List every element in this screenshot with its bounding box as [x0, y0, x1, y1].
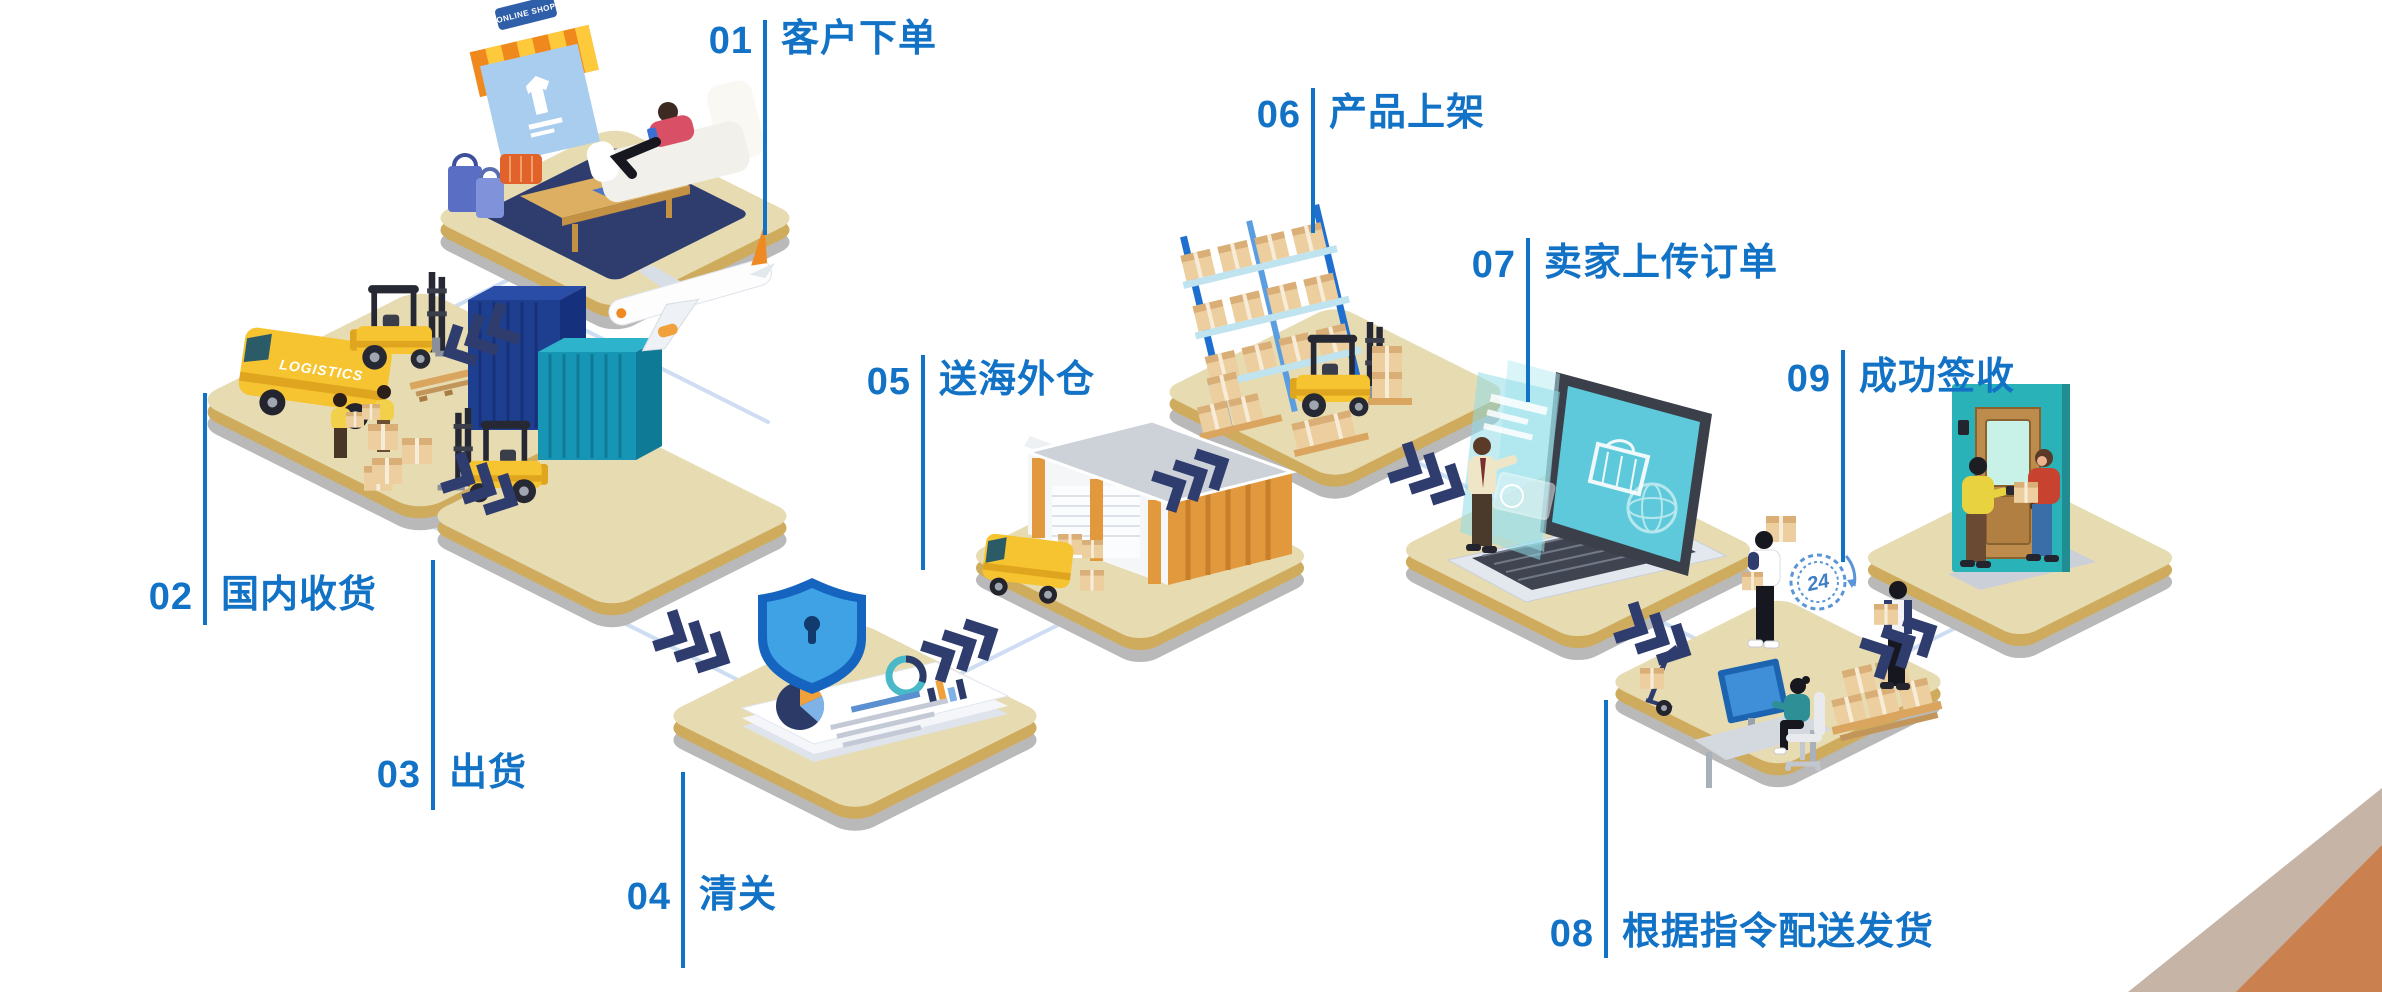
seller-figure-icon	[1466, 437, 1518, 553]
step-title: 国内收货	[221, 574, 378, 616]
label-divider-line	[921, 355, 925, 570]
laptop-icon	[1446, 372, 1728, 603]
shopping-bags-icon	[448, 153, 542, 218]
pallet-boxes-icon	[1196, 371, 1370, 458]
flow-arrows	[440, 302, 1938, 683]
step-title: 产品上架	[1329, 92, 1486, 134]
arrow-05-to-06	[1151, 448, 1230, 513]
step-03-illustration-shipping	[368, 224, 787, 628]
clock-24-text: 24	[1804, 570, 1831, 596]
customer-on-sofa-icon	[586, 80, 765, 203]
arrow-07-to-08	[1613, 601, 1692, 666]
arrow-03-to-04	[652, 609, 731, 674]
holographic-screens-icon	[1460, 360, 1560, 560]
step-number: 07	[1471, 244, 1516, 286]
operator-on-chair-icon	[1771, 676, 1825, 771]
worker-carrying-box-icon	[1742, 516, 1796, 649]
recipient-figure-icon	[1960, 457, 2018, 568]
label-divider-line	[1311, 88, 1315, 233]
step-04-illustration-customs	[673, 578, 1037, 831]
documents-stack-icon	[740, 655, 1010, 762]
online-store-icon: ONLINE SHOP	[469, 0, 600, 164]
delivery-van-icon	[982, 533, 1074, 604]
step-title: 出货	[449, 752, 528, 794]
step-08-illustration-dispatch	[1615, 516, 1943, 788]
step-01-illustration-customer-ordering: ONLINE SHOP	[440, 0, 790, 330]
step-number: 08	[1549, 913, 1594, 955]
arrow-02-to-03	[440, 451, 519, 516]
parcel-box-icon	[1080, 570, 1104, 591]
step-title: 清关	[699, 874, 778, 916]
step-title: 送海外仓	[939, 359, 1096, 401]
label-divider-line	[1604, 700, 1608, 958]
step-number: 03	[376, 754, 421, 796]
forklift-icon	[1290, 322, 1412, 418]
label-divider-line	[681, 772, 685, 968]
step-title: 客户下单	[781, 18, 938, 60]
worker-figures-icon	[331, 385, 394, 458]
security-shield-icon	[758, 578, 866, 694]
pallet-shipment-icon	[1831, 656, 1943, 742]
cargo-airplane-icon	[608, 224, 776, 352]
arrow-04-to-05	[920, 618, 999, 683]
step-number: 09	[1786, 358, 1831, 400]
shipping-containers-icon	[468, 286, 662, 460]
step-07-illustration-seller-upload	[1405, 360, 1751, 661]
step-number: 06	[1256, 94, 1301, 136]
label-divider-line	[763, 20, 767, 235]
step-09-illustration-successful-receipt	[1867, 384, 2173, 659]
step-number: 04	[626, 876, 671, 918]
step-title: 根据指令配送发货	[1622, 911, 1935, 953]
shopping-basket-glyph	[1587, 439, 1651, 497]
clock-24h-icon: 24	[1789, 553, 1857, 611]
step-title: 成功签收	[1859, 356, 2016, 398]
arrow-06-to-07	[1387, 441, 1466, 506]
step-06-illustration-shelving	[1169, 204, 1501, 499]
step-title: 卖家上传订单	[1544, 242, 1779, 284]
step-number: 05	[866, 361, 911, 403]
arrow-01-to-02	[442, 302, 521, 367]
arrow-08-to-09	[1859, 615, 1938, 680]
label-divider-line	[1526, 238, 1530, 402]
step-number: 01	[708, 20, 753, 62]
warehouse-building-icon	[1022, 419, 1298, 585]
step-05-illustration-overseas-warehouse	[975, 419, 1305, 663]
courier-figure-icon	[2014, 449, 2060, 562]
globe-glyph	[1626, 482, 1678, 534]
label-divider-line	[1841, 350, 1845, 562]
step-number: 02	[148, 576, 193, 618]
label-divider-line	[431, 560, 435, 810]
label-divider-line	[203, 393, 207, 625]
